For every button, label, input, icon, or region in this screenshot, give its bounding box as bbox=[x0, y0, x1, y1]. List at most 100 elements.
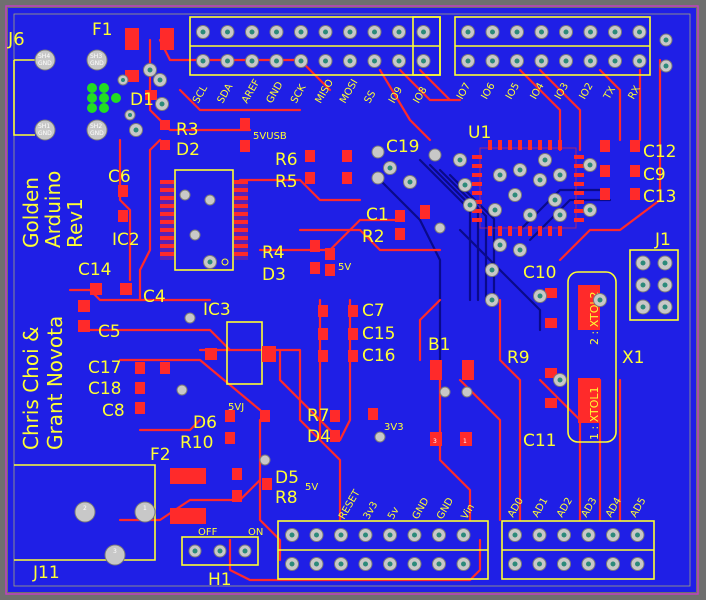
c6-pad bbox=[118, 185, 128, 197]
switch-off-label: OFF bbox=[198, 527, 218, 538]
label-c11: C11 bbox=[523, 431, 557, 451]
u1-pin bbox=[472, 191, 482, 195]
b1-pad bbox=[430, 360, 442, 380]
u1-pin bbox=[488, 140, 492, 150]
u1-pin bbox=[472, 173, 482, 177]
j6-usb-connector: SH4 GND SH3 GND SH1 GND SH2 GND bbox=[13, 49, 121, 141]
label-c17: C17 bbox=[88, 358, 122, 378]
label-r5: R5 bbox=[275, 172, 298, 192]
u1-pin bbox=[548, 140, 552, 150]
label-d4: D4 bbox=[307, 427, 331, 447]
ic2-via bbox=[189, 229, 201, 241]
5v-pad bbox=[325, 248, 335, 260]
header-bottom-analog bbox=[501, 520, 655, 580]
b1-via bbox=[439, 386, 451, 398]
f2-pad bbox=[170, 468, 206, 484]
j11-barrel-jack: 2 1 3 bbox=[14, 464, 156, 566]
net-5vusb: 5VUSB bbox=[253, 131, 287, 142]
misc-vias bbox=[129, 63, 607, 387]
u1-pin bbox=[472, 155, 482, 159]
c9-pad-2 bbox=[630, 165, 640, 177]
r3-pad bbox=[160, 120, 170, 130]
u1-pin bbox=[538, 226, 542, 236]
designator-labels: J6 F1 D1 R3 D2 C6 IC2 C14 C4 C5 IC3 C17 … bbox=[7, 20, 677, 590]
credit-line-2: Arduino bbox=[41, 171, 65, 248]
keepout-outline bbox=[13, 13, 691, 587]
c1-pad bbox=[395, 210, 405, 222]
c12-pad bbox=[600, 140, 610, 152]
d4-pad bbox=[330, 430, 340, 442]
u1-pin bbox=[528, 140, 532, 150]
c8-pad bbox=[135, 402, 145, 414]
ic2-pin bbox=[234, 196, 248, 200]
credit-line-5: Grant Novota bbox=[43, 316, 67, 450]
u1-pins bbox=[472, 140, 584, 236]
ic2-via bbox=[179, 189, 191, 201]
ic2-pin bbox=[160, 236, 174, 240]
c1-pad-2 bbox=[420, 205, 430, 219]
label-d6: D6 bbox=[193, 413, 217, 433]
pad-label-j11-2: 2 bbox=[83, 505, 87, 512]
pad-label-j11-1: 1 bbox=[143, 505, 147, 512]
label-d2: D2 bbox=[176, 140, 200, 160]
label-r6: R6 bbox=[275, 150, 298, 170]
credit-line-1: Golden bbox=[19, 177, 43, 248]
c4-via bbox=[184, 312, 196, 324]
d6-pad-2 bbox=[260, 410, 270, 422]
u1-pin bbox=[472, 200, 482, 204]
c6-pad-2 bbox=[118, 210, 128, 222]
u1-pin bbox=[472, 209, 482, 213]
b1-pad-2 bbox=[462, 360, 474, 380]
5v-pad-2 bbox=[325, 264, 335, 276]
pin-label-5v: 5v bbox=[386, 505, 402, 521]
u1-pin bbox=[508, 140, 512, 150]
label-h1: H1 bbox=[208, 570, 232, 590]
label-c18: C18 bbox=[88, 379, 122, 399]
u1-pin bbox=[508, 226, 512, 236]
u1-pin bbox=[574, 200, 584, 204]
label-f2: F2 bbox=[150, 445, 171, 465]
header-top-left bbox=[189, 16, 441, 76]
c15-pad-2 bbox=[348, 328, 358, 340]
xtol1-label: 1 : XTOL1 bbox=[588, 386, 601, 440]
u1-pin bbox=[574, 173, 584, 177]
c17-pad bbox=[135, 362, 145, 374]
u1-pin bbox=[498, 226, 502, 236]
c19-pad-2 bbox=[428, 148, 442, 162]
3v3-pad bbox=[368, 408, 378, 420]
c16-pad-2 bbox=[348, 350, 358, 362]
u1-pin bbox=[574, 164, 584, 168]
ic2-pin bbox=[160, 180, 174, 184]
label-c8: C8 bbox=[102, 401, 125, 421]
pad-label-gnd: GND bbox=[38, 130, 52, 137]
ic2-pin bbox=[160, 244, 174, 248]
d5-pad bbox=[232, 468, 242, 480]
net-3v3: 3V3 bbox=[384, 422, 404, 433]
c12-pad-2 bbox=[630, 140, 640, 152]
c19-pad bbox=[371, 145, 385, 159]
u1-pin bbox=[528, 226, 532, 236]
label-c6: C6 bbox=[108, 167, 131, 187]
u1-pin bbox=[488, 226, 492, 236]
ic2-pin bbox=[234, 220, 248, 224]
d5-pad-2 bbox=[262, 478, 272, 490]
u1-pin bbox=[574, 209, 584, 213]
c10-pad bbox=[545, 288, 557, 298]
d6-pad bbox=[225, 410, 235, 422]
c13-pad-2 bbox=[630, 188, 640, 200]
r4-pad bbox=[310, 240, 320, 252]
r6-pad bbox=[305, 150, 315, 162]
label-c5: C5 bbox=[98, 322, 121, 342]
label-c15: C15 bbox=[362, 324, 396, 344]
header-bottom-power-pins bbox=[285, 528, 471, 571]
r2-via bbox=[434, 222, 446, 234]
pad-label-gnd: GND bbox=[90, 130, 104, 137]
h1-power-switch bbox=[181, 536, 259, 566]
board-outline bbox=[5, 5, 699, 595]
label-r2: R2 bbox=[362, 227, 385, 247]
label-c16: C16 bbox=[362, 346, 396, 366]
u1-pin bbox=[518, 140, 522, 150]
label-c1: C1 bbox=[366, 205, 389, 225]
